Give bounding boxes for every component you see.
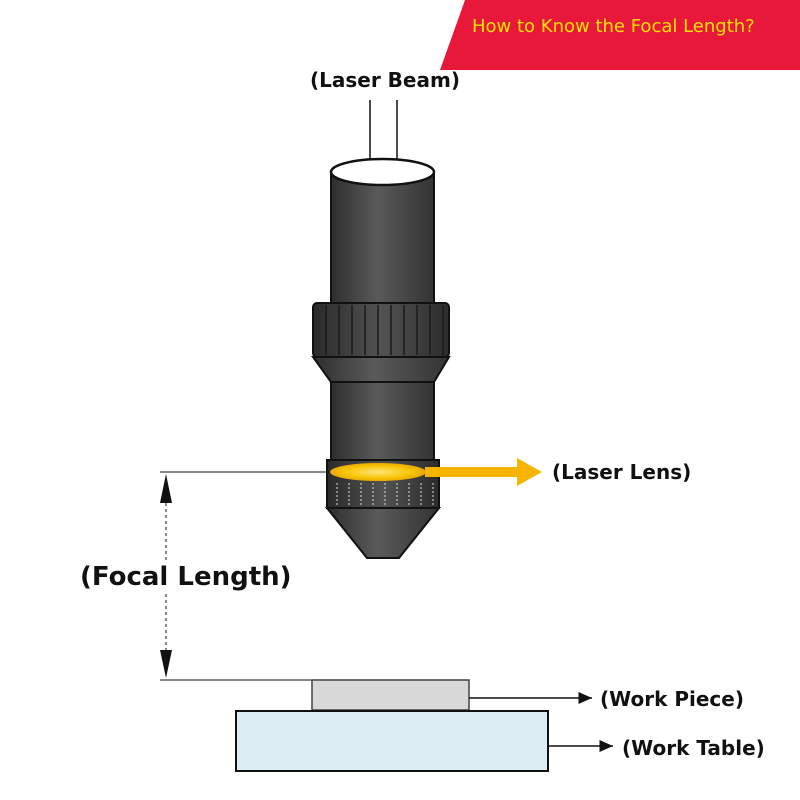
title-banner bbox=[440, 0, 800, 70]
focal-length-label: (Focal Length) bbox=[80, 562, 292, 592]
focal-length-dimension bbox=[160, 474, 172, 678]
knurled-ring bbox=[312, 302, 450, 358]
work-table bbox=[235, 710, 549, 772]
work-table-label: (Work Table) bbox=[622, 736, 765, 760]
work-piece-label: (Work Piece) bbox=[600, 687, 744, 711]
laser-nozzle bbox=[311, 157, 451, 559]
banner-title: How to Know the Focal Length? bbox=[472, 16, 755, 37]
laser-beam-label: (Laser Beam) bbox=[310, 68, 460, 92]
work-piece bbox=[311, 679, 470, 711]
laser-lens bbox=[330, 463, 426, 481]
lens-pointer-arrow bbox=[425, 458, 542, 486]
nozzle-top-opening bbox=[329, 157, 436, 187]
laser-lens-label: (Laser Lens) bbox=[552, 460, 692, 484]
